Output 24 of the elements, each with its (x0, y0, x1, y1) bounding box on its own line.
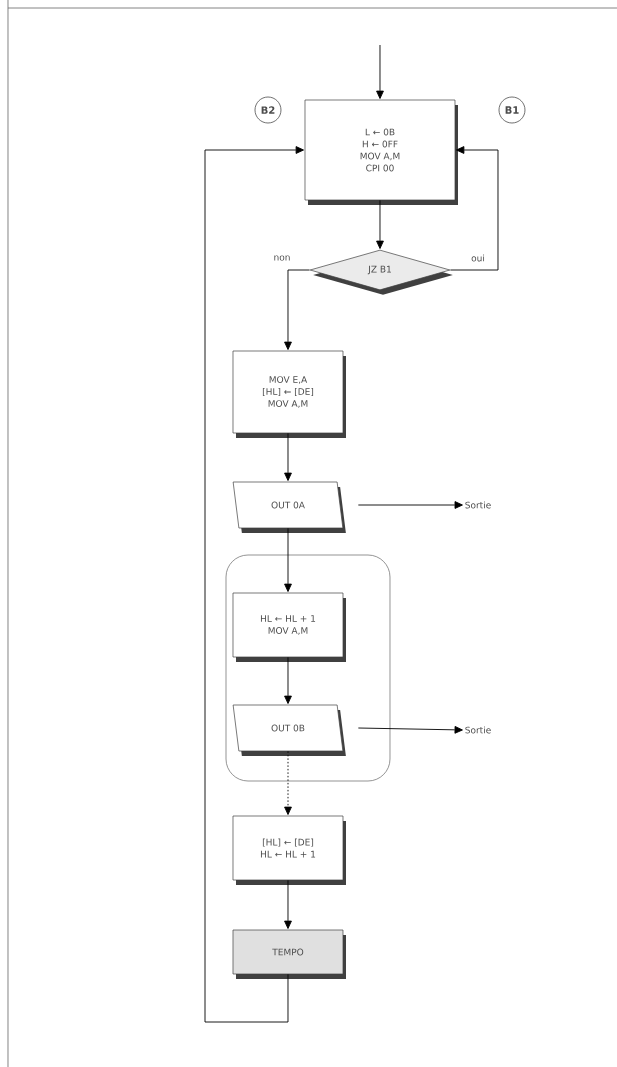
process-box: HL ← HL + 1 MOV A,M (232, 592, 346, 662)
arrow (284, 879, 292, 929)
arrow (284, 656, 292, 704)
process-box: L ← 0B H ← 0FF MOV A,M CPI 00 (304, 99, 458, 205)
arrow (357, 725, 463, 734)
output-parallelogram: OUT 0A (232, 481, 346, 533)
arrow (284, 527, 292, 592)
edge-label: non (272, 254, 292, 262)
delay-box: TEMPO (232, 929, 346, 979)
output-label: Sortie (465, 726, 491, 734)
arrow (376, 44, 384, 99)
arrow (204, 146, 304, 1023)
edge-label: oui (470, 253, 486, 263)
arrow (284, 269, 311, 350)
output-label: Sortie (465, 501, 491, 509)
process-box: [HL] ← [DE] HL ← HL + 1 (232, 815, 346, 885)
output-parallelogram: OUT 0B (232, 704, 346, 756)
group-outline (225, 554, 391, 782)
arrow (376, 199, 384, 249)
arrow (357, 501, 463, 509)
arrow (449, 146, 499, 271)
arrow (284, 750, 292, 815)
process-box: MOV E,A [HL] ← [DE] MOV A,M (232, 350, 346, 438)
arrow (284, 432, 292, 481)
